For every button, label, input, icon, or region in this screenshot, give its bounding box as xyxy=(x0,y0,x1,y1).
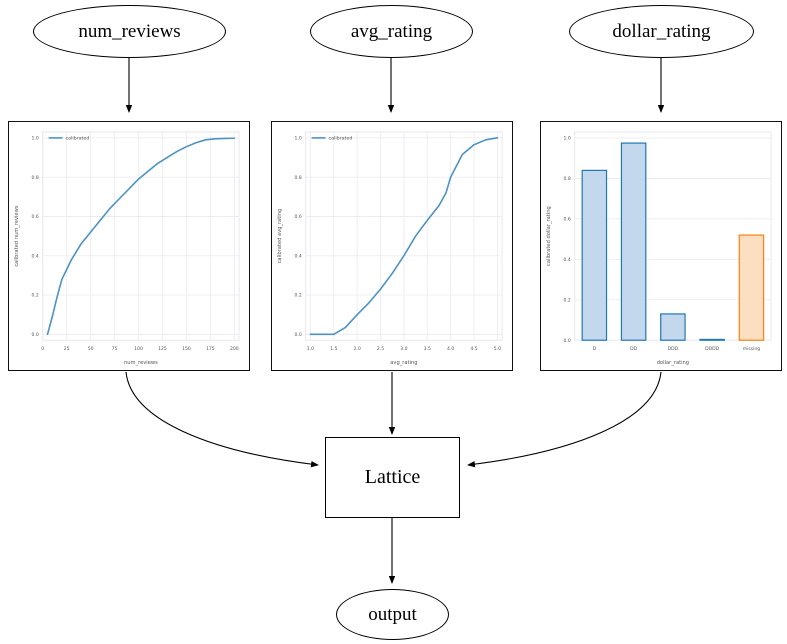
svg-text:0.4: 0.4 xyxy=(564,257,571,263)
node-num-reviews[interactable]: num_reviews xyxy=(33,5,226,58)
svg-text:150: 150 xyxy=(182,346,191,352)
node-lattice-label: Lattice xyxy=(364,466,421,488)
node-output[interactable]: output xyxy=(336,589,449,640)
svg-text:calibrated num_reviews: calibrated num_reviews xyxy=(14,205,20,267)
svg-text:4.5: 4.5 xyxy=(470,346,477,352)
svg-text:0.0: 0.0 xyxy=(295,332,302,338)
svg-text:50: 50 xyxy=(88,346,94,352)
node-avg-rating-label: avg_rating xyxy=(350,20,433,42)
svg-text:0.2: 0.2 xyxy=(32,293,39,299)
svg-text:num_reviews: num_reviews xyxy=(124,360,158,366)
svg-text:0.6: 0.6 xyxy=(564,217,571,223)
svg-text:1.5: 1.5 xyxy=(330,346,337,352)
svg-text:1.0: 1.0 xyxy=(32,136,39,142)
svg-text:5.0: 5.0 xyxy=(494,346,501,352)
node-lattice[interactable]: Lattice xyxy=(325,437,460,518)
svg-text:calibrated: calibrated xyxy=(329,136,353,142)
node-avg-rating[interactable]: avg_rating xyxy=(310,5,473,58)
svg-text:1.0: 1.0 xyxy=(307,346,314,352)
svg-text:0.0: 0.0 xyxy=(32,332,39,338)
svg-text:missing: missing xyxy=(743,346,761,352)
svg-text:0.4: 0.4 xyxy=(32,253,39,259)
svg-text:calibrated avg_rating: calibrated avg_rating xyxy=(277,209,283,264)
svg-text:1.0: 1.0 xyxy=(564,136,571,142)
node-dollar-rating-label: dollar_rating xyxy=(612,20,711,42)
node-num-reviews-label: num_reviews xyxy=(78,20,181,42)
svg-text:3.5: 3.5 xyxy=(424,346,431,352)
svg-text:D: D xyxy=(593,346,597,352)
svg-text:0.8: 0.8 xyxy=(295,175,302,181)
svg-text:calibrated dollar_rating: calibrated dollar_rating xyxy=(546,206,552,266)
plot-panel-avg-rating: 1.0 1.5 2.0 2.5 3.0 3.5 4.0 4.5 5.0 0.0 0.2 0.4 0.6 0… xyxy=(271,121,513,371)
svg-text:0.0: 0.0 xyxy=(564,338,571,344)
edge-plot-num-reviews-to-lattice xyxy=(125,371,319,468)
svg-text:DDDD: DDDD xyxy=(705,346,720,352)
svg-text:0.6: 0.6 xyxy=(295,214,302,220)
svg-text:3.0: 3.0 xyxy=(400,346,407,352)
svg-text:calibrated: calibrated xyxy=(66,136,90,142)
svg-text:0.2: 0.2 xyxy=(564,297,571,303)
svg-text:75: 75 xyxy=(112,346,118,352)
svg-text:2.0: 2.0 xyxy=(354,346,361,352)
svg-text:avg_rating: avg_rating xyxy=(390,360,417,366)
svg-text:0.2: 0.2 xyxy=(295,293,302,299)
svg-text:0.6: 0.6 xyxy=(32,214,39,220)
svg-text:4.0: 4.0 xyxy=(447,346,454,352)
node-dollar-rating[interactable]: dollar_rating xyxy=(569,5,754,58)
svg-text:2.5: 2.5 xyxy=(377,346,384,352)
svg-text:125: 125 xyxy=(158,346,167,352)
svg-text:dollar_rating: dollar_rating xyxy=(657,360,689,366)
svg-text:0.8: 0.8 xyxy=(32,175,39,181)
edge-plot-dollar-rating-to-lattice xyxy=(467,371,662,468)
svg-text:0.8: 0.8 xyxy=(564,176,571,182)
plot-panel-num-reviews: 0 25 50 75 100 125 150 175 200 0.0 0.2 0.4 0.6 0.8 1.0… xyxy=(8,121,250,371)
svg-text:100: 100 xyxy=(134,346,143,352)
svg-text:DD: DD xyxy=(630,346,638,352)
svg-text:25: 25 xyxy=(64,346,70,352)
svg-text:1.0: 1.0 xyxy=(295,136,302,142)
svg-text:175: 175 xyxy=(206,346,215,352)
svg-text:0.4: 0.4 xyxy=(295,253,302,259)
node-output-label: output xyxy=(368,603,417,625)
svg-text:200: 200 xyxy=(230,346,239,352)
svg-text:0: 0 xyxy=(41,346,44,352)
svg-text:DDD: DDD xyxy=(668,346,679,352)
